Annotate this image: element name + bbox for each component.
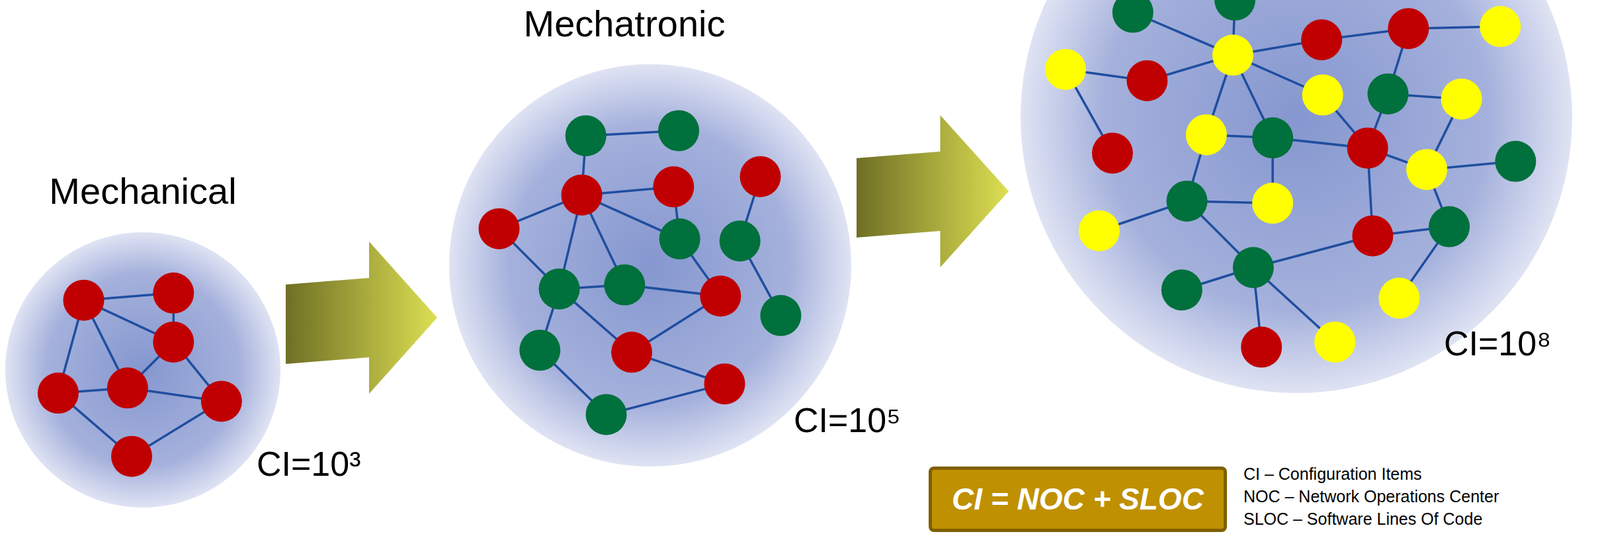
- network-illustration: [37, 272, 243, 477]
- network-dot: [1214, 0, 1256, 21]
- network-dot: [759, 294, 801, 337]
- network-dot: [561, 174, 603, 216]
- stage-heading: Mechatronic: [523, 2, 725, 45]
- abbreviation-note: CI – Configuration Items: [1243, 463, 1423, 484]
- network-dot: [1166, 180, 1208, 222]
- network-dot: [719, 220, 761, 262]
- network-dot: [611, 331, 653, 373]
- network-dot: [63, 279, 105, 321]
- network-dot: [1378, 277, 1420, 319]
- network-dot: [1092, 132, 1134, 174]
- circle-ground: [5, 232, 281, 508]
- network-dot: [1302, 74, 1344, 116]
- network-dot: [1078, 210, 1120, 252]
- abbreviation-note: SLOC – Software Lines Of Code: [1243, 508, 1483, 529]
- network-dot: [37, 372, 79, 414]
- network-dot: [107, 367, 149, 409]
- ci-value: CI=10⁵: [793, 400, 901, 441]
- network-dot: [586, 393, 628, 435]
- network-dot: [659, 218, 701, 260]
- block-arrow: [285, 241, 438, 394]
- network-dot: [111, 435, 153, 477]
- network-dot: [603, 263, 645, 305]
- circle-ground: [449, 64, 852, 467]
- network-illustration: [478, 110, 802, 436]
- network-dot: [1232, 246, 1274, 288]
- network-dot: [1112, 0, 1154, 34]
- complexity-circle: MechanicalCI=10³: [5, 232, 281, 508]
- network-dot: [740, 156, 782, 198]
- network-dot: [1252, 117, 1294, 159]
- network-dot: [1126, 60, 1168, 102]
- network-dot: [1441, 78, 1483, 120]
- network-dot: [699, 275, 741, 317]
- network-dot: [152, 272, 194, 314]
- network-dot: [652, 166, 694, 208]
- network-dot: [1367, 73, 1409, 115]
- circle-ground: [1020, 0, 1573, 393]
- network-dot: [1212, 34, 1254, 76]
- network-dot: [1240, 326, 1282, 368]
- abbreviation-note: NOC – Network Operations Center: [1243, 486, 1499, 506]
- ci-value: CI=10³: [256, 444, 362, 485]
- formula-box: CI = NOC + SLOC: [928, 466, 1227, 532]
- network-dot: [152, 321, 194, 363]
- network-dot: [539, 268, 581, 310]
- network-dot: [1406, 148, 1448, 190]
- network-dot: [1314, 321, 1356, 363]
- network-dot: [1185, 114, 1227, 156]
- network-dot: [565, 115, 607, 157]
- network-dot: [1479, 5, 1521, 47]
- network-dot: [1252, 182, 1294, 224]
- network-dot: [1387, 7, 1429, 49]
- network-dot: [1045, 48, 1087, 90]
- network-dot: [704, 363, 746, 405]
- circle-shape: [5, 232, 281, 508]
- stage-heading: Mechanical: [48, 169, 237, 213]
- network-dot: [519, 329, 561, 371]
- network-illustration: [1045, 0, 1536, 368]
- network-dot: [1351, 214, 1393, 256]
- formula-text: CI = NOC + SLOC: [951, 481, 1204, 517]
- complexity-circle: CI=10⁸: [1020, 0, 1573, 393]
- block-arrow: [856, 115, 1009, 268]
- network-dot: [1161, 269, 1203, 311]
- circle-shape: [449, 64, 852, 467]
- network-dot: [478, 208, 520, 250]
- network-dot: [1428, 206, 1470, 248]
- ci-value: CI=10⁸: [1443, 324, 1552, 364]
- network-dot: [1301, 19, 1343, 61]
- network-dot: [658, 110, 700, 152]
- complexity-circle: MechatronicCI=10⁵: [449, 64, 852, 467]
- network-dot: [201, 380, 243, 422]
- network-dot: [1494, 140, 1536, 182]
- network-dot: [1347, 127, 1389, 169]
